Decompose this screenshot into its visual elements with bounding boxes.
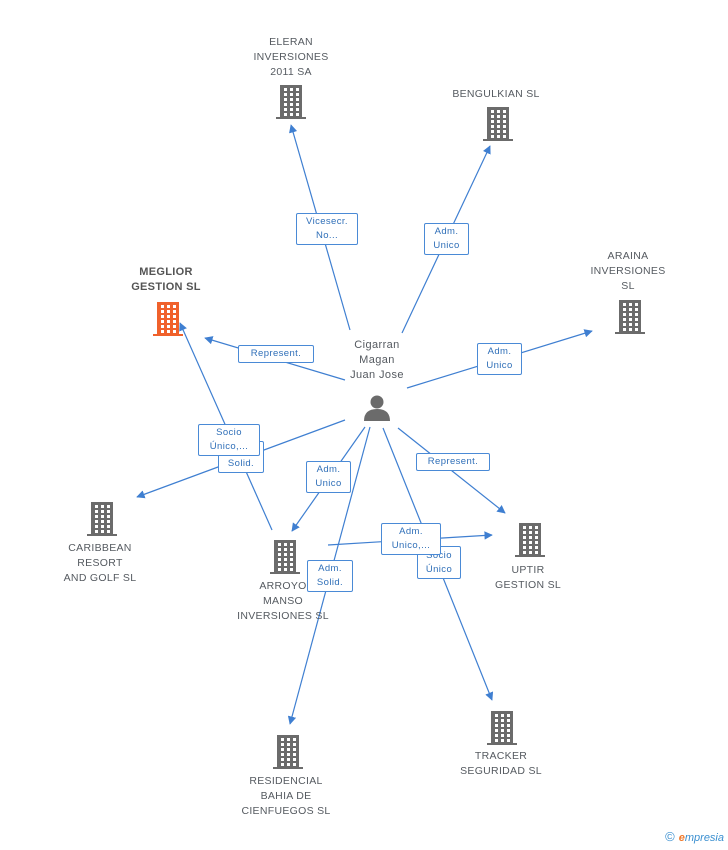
company-label-residencial[interactable]: RESIDENCIAL BAHIA DE CIENFUEGOS SL xyxy=(241,775,331,817)
company-label-meglior[interactable]: MEGLIOR GESTION SL xyxy=(131,266,201,293)
company-label-eleran[interactable]: ELERAN INVERSIONES 2011 SA xyxy=(253,36,329,78)
building-icon[interactable] xyxy=(615,300,645,334)
building-icon[interactable] xyxy=(87,502,117,536)
building-icon[interactable] xyxy=(153,302,183,336)
relation-box[interactable]: Represent. xyxy=(238,345,314,363)
relation-box[interactable]: Adm. Unico,... xyxy=(381,523,441,555)
buildings-layer xyxy=(87,85,645,769)
footer-brand[interactable]: ©empresia xyxy=(665,829,724,844)
building-icon[interactable] xyxy=(487,711,517,745)
person-icon[interactable] xyxy=(364,395,390,422)
relation-box[interactable]: Socio Único,... xyxy=(198,424,260,456)
company-label-uptir[interactable]: UPTIR GESTION SL xyxy=(494,564,562,591)
relation-box[interactable]: Vicesecr. No... xyxy=(296,213,358,245)
building-icon[interactable] xyxy=(483,107,513,141)
copyright-icon: © xyxy=(665,829,675,844)
person-name[interactable]: Cigarran Magan Juan Jose xyxy=(350,339,404,381)
company-label-arroyo[interactable]: ARROYO MANSO INVERSIONES SL xyxy=(237,580,329,622)
relation-box[interactable]: Adm. Unico xyxy=(424,223,469,255)
relation-box[interactable]: Represent. xyxy=(416,453,490,471)
building-icon[interactable] xyxy=(273,735,303,769)
company-label-tracker[interactable]: TRACKER SEGURIDAD SL xyxy=(460,750,542,777)
brand-name: mpresia xyxy=(684,832,724,844)
brand-logo-e: e xyxy=(678,832,685,844)
relation-box[interactable]: Adm. Unico xyxy=(306,461,351,493)
relation-box[interactable]: Adm. Solid. xyxy=(307,560,353,592)
building-icon[interactable] xyxy=(276,85,306,119)
company-label-caribbean[interactable]: CARIBBEAN RESORT AND GOLF SL xyxy=(63,542,137,584)
company-label-bengulkian[interactable]: BENGULKIAN SL xyxy=(452,88,540,100)
company-label-araina[interactable]: ARAINA INVERSIONES SL xyxy=(590,250,666,292)
building-icon[interactable] xyxy=(515,523,545,557)
relation-box[interactable]: Adm. Unico xyxy=(477,343,522,375)
building-icon[interactable] xyxy=(270,540,300,574)
